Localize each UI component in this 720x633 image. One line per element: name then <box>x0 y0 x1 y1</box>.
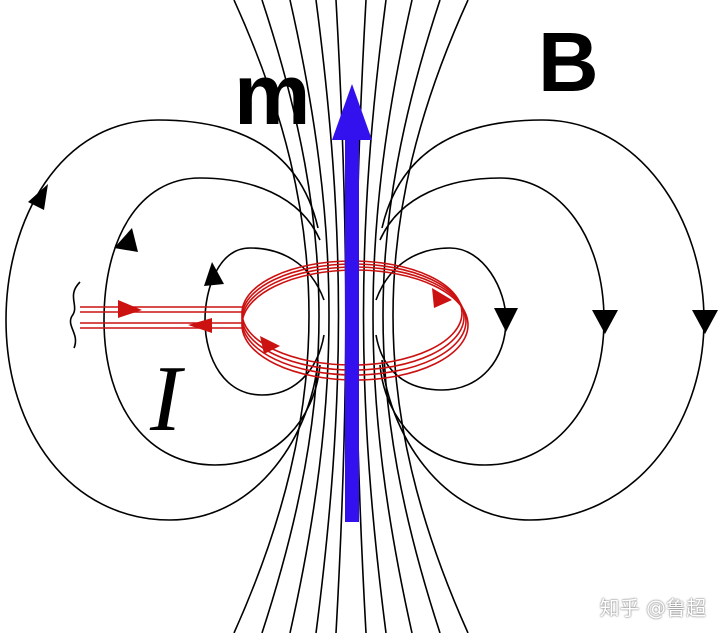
arrow-left-middle <box>114 228 138 252</box>
left-field-loops <box>5 119 325 521</box>
right-middle-loop <box>379 177 605 466</box>
arrow-wire-out <box>188 318 212 333</box>
current-loop <box>80 260 469 381</box>
wire-break-mark <box>69 281 81 349</box>
arrow-loop-left <box>260 336 280 354</box>
field-label: B <box>538 15 599 109</box>
current-arrowheads <box>118 288 452 354</box>
arrow-right-middle <box>592 310 618 334</box>
arrow-left-inner <box>204 262 224 286</box>
arrow-wire-in <box>118 300 142 318</box>
moment-label: m <box>234 47 311 143</box>
right-outer-loop <box>381 119 705 521</box>
watermark: 知乎 @鲁超 <box>599 596 706 620</box>
arrow-right-inner <box>494 308 518 332</box>
left-inner-loop <box>204 247 325 396</box>
moment-arrowhead <box>332 84 372 140</box>
arrow-loop-right <box>432 288 452 308</box>
left-middle-loop <box>103 177 321 466</box>
arrow-right-outer <box>692 310 718 334</box>
central-field-lines <box>233 0 469 633</box>
current-label: I <box>150 347 182 451</box>
magnetic-moment-arrow <box>332 84 372 522</box>
right-field-loops <box>375 119 705 521</box>
left-outer-loop <box>5 119 319 521</box>
field-arrowheads <box>28 184 718 334</box>
arrow-left-outer <box>28 184 48 210</box>
